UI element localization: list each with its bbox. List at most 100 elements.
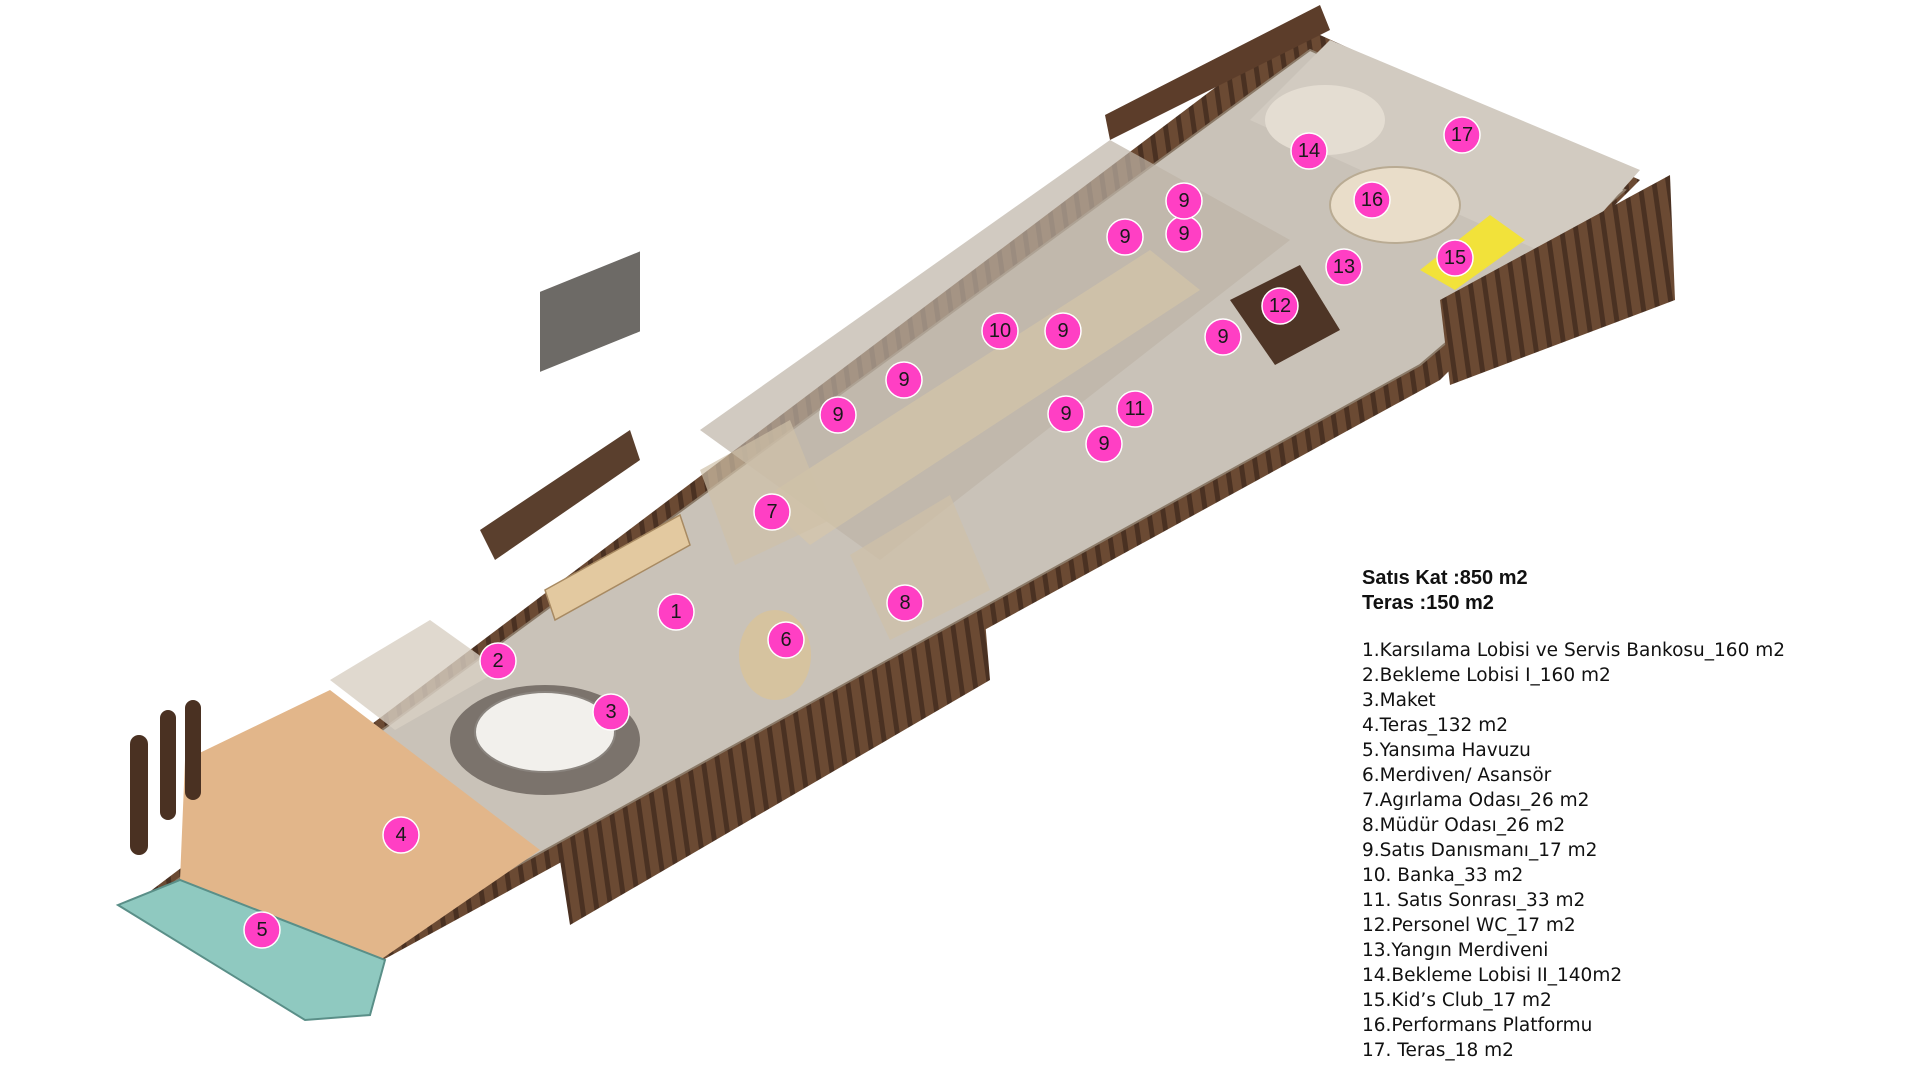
room-marker[interactable]: 9 — [1106, 218, 1144, 256]
room-marker[interactable]: 16 — [1353, 181, 1391, 219]
room-marker-number: 9 — [1178, 223, 1189, 245]
wall-fin — [130, 735, 148, 855]
room-marker[interactable]: 2 — [479, 642, 517, 680]
room-marker[interactable]: 10 — [981, 312, 1019, 350]
manager-room — [850, 495, 990, 640]
room-marker-dot — [243, 911, 281, 949]
room-marker-dot — [1047, 395, 1085, 433]
room-marker-dot — [1261, 287, 1299, 325]
room-marker[interactable]: 9 — [1165, 182, 1203, 220]
room-marker-dot — [1116, 390, 1154, 428]
legend-item: 9.Satıs Danısmanı_17 m2 — [1362, 840, 1598, 861]
room-marker[interactable]: 5 — [243, 911, 281, 949]
legend-item: 5.Yansıma Havuzu — [1362, 740, 1531, 761]
legend-item: 10. Banka_33 m2 — [1362, 865, 1524, 886]
room-marker-dot — [382, 816, 420, 854]
room-marker-dot — [479, 642, 517, 680]
room-marker-number: 3 — [605, 701, 616, 723]
room-marker[interactable]: 9 — [1047, 395, 1085, 433]
room-marker-dot — [1290, 132, 1328, 170]
legend-item: 8.Müdür Odası_26 m2 — [1362, 815, 1566, 836]
room-marker[interactable]: 9 — [1204, 318, 1242, 356]
reflection-pool — [115, 878, 387, 1022]
room-marker-number: 9 — [1098, 433, 1109, 455]
room-marker[interactable]: 7 — [753, 493, 791, 531]
legend-item: 17. Teras_18 m2 — [1362, 1040, 1514, 1061]
room-marker-dot — [753, 493, 791, 531]
room-marker-number: 8 — [899, 592, 910, 614]
room-marker-number: 1 — [670, 601, 681, 623]
legend-item: 16.Performans Platformu — [1362, 1015, 1593, 1036]
room-marker-number: 9 — [1119, 226, 1130, 248]
room-marker-number: 9 — [1060, 403, 1071, 425]
room-marker-number: 9 — [898, 369, 909, 391]
room-marker-number: 9 — [1217, 326, 1228, 348]
waiting-lobby-i-rug — [330, 620, 500, 730]
reception-counter — [544, 513, 691, 622]
room-marker[interactable]: 15 — [1436, 239, 1474, 277]
legend-item: 6.Merdiven/ Asansör — [1362, 765, 1552, 786]
room-marker[interactable]: 6 — [767, 621, 805, 659]
room-marker-dot — [1353, 181, 1391, 219]
room-marker[interactable]: 8 — [886, 584, 924, 622]
room-marker-dot — [1204, 318, 1242, 356]
room-marker[interactable]: 4 — [382, 816, 420, 854]
room-marker[interactable]: 9 — [1165, 215, 1203, 253]
reception-wall — [480, 430, 640, 560]
legend-list: 1.Karsılama Lobisi ve Servis Bankosu_160… — [1362, 638, 1882, 1063]
terrace-area: Teras :150 m2 — [1362, 592, 1494, 614]
room-marker[interactable]: 1 — [657, 593, 695, 631]
room-marker-dot — [1165, 182, 1203, 220]
room-marker-dot — [1106, 218, 1144, 256]
room-marker-dot — [767, 621, 805, 659]
room-marker[interactable]: 13 — [1325, 248, 1363, 286]
room-marker[interactable]: 9 — [819, 396, 857, 434]
wall-fin — [185, 700, 201, 800]
sales-floor-area: Satıs Kat :850 m2 — [1362, 567, 1528, 589]
room-marker-number: 5 — [256, 919, 267, 941]
room-marker-number: 7 — [766, 501, 777, 523]
room-marker-number: 14 — [1298, 140, 1320, 162]
legend-item: 1.Karsılama Lobisi ve Servis Bankosu_160… — [1362, 640, 1786, 661]
legend-item: 3.Maket — [1362, 690, 1436, 711]
waiting-lobby-ii-rug — [1265, 85, 1385, 155]
room-marker-number: 9 — [1178, 190, 1189, 212]
room-marker-number: 9 — [832, 404, 843, 426]
legend-item: 12.Personel WC_17 m2 — [1362, 915, 1576, 936]
room-marker-dot — [885, 361, 923, 399]
front-wall — [560, 620, 990, 925]
legend-item: 15.Kid’s Club_17 m2 — [1362, 990, 1552, 1011]
room-marker[interactable]: 17 — [1443, 116, 1481, 154]
room-marker-number: 15 — [1444, 247, 1466, 269]
room-marker[interactable]: 9 — [1044, 312, 1082, 350]
room-marker-number: 6 — [780, 629, 791, 651]
room-marker-number: 16 — [1361, 189, 1383, 211]
legend-item: 7.Agırlama Odası_26 m2 — [1362, 790, 1590, 811]
room-marker[interactable]: 12 — [1261, 287, 1299, 325]
legend-item: 11. Satıs Sonrası_33 m2 — [1362, 890, 1586, 911]
legend-item: 2.Bekleme Lobisi I_160 m2 — [1362, 665, 1611, 686]
terrace-deck — [180, 690, 540, 960]
room-marker-dot — [981, 312, 1019, 350]
room-marker[interactable]: 3 — [592, 693, 630, 731]
room-marker-dot — [819, 396, 857, 434]
room-marker[interactable]: 9 — [1085, 425, 1123, 463]
room-marker-number: 9 — [1057, 320, 1068, 342]
room-marker-number: 12 — [1269, 295, 1291, 317]
legend-item: 13.Yangın Merdiveni — [1362, 940, 1549, 961]
performance-platform — [1329, 166, 1461, 244]
room-marker[interactable]: 9 — [885, 361, 923, 399]
glass-partitions — [760, 250, 1200, 545]
room-marker-dot — [1044, 312, 1082, 350]
hospitality-room — [700, 420, 830, 565]
room-marker[interactable]: 14 — [1290, 132, 1328, 170]
room-marker[interactable]: 11 — [1116, 390, 1154, 428]
legend-panel: Satıs Kat :850 m2 Teras :150 m2 1.Karsıl… — [1362, 566, 1882, 1063]
room-marker-number: 13 — [1333, 256, 1355, 278]
rear-wall-upper — [1105, 5, 1330, 140]
wall-fin — [160, 710, 176, 820]
right-end-wall — [1440, 175, 1675, 385]
model-platform — [474, 691, 616, 773]
